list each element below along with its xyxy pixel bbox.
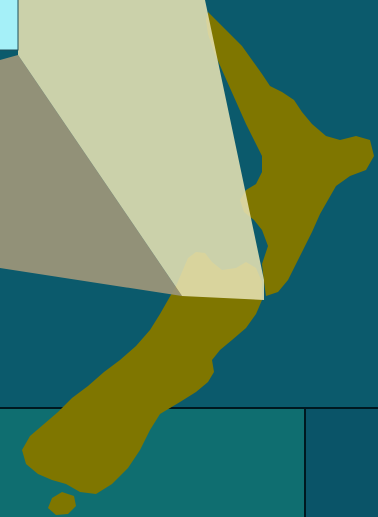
inset-box[interactable] — [0, 0, 19, 51]
north-island[interactable] — [206, 12, 374, 296]
callout-wedge-light — [18, 0, 264, 300]
stewart-island[interactable] — [48, 492, 76, 515]
callout-wedge-dark — [0, 55, 182, 296]
lower-right-panel — [305, 408, 378, 517]
south-island[interactable] — [22, 252, 262, 494]
